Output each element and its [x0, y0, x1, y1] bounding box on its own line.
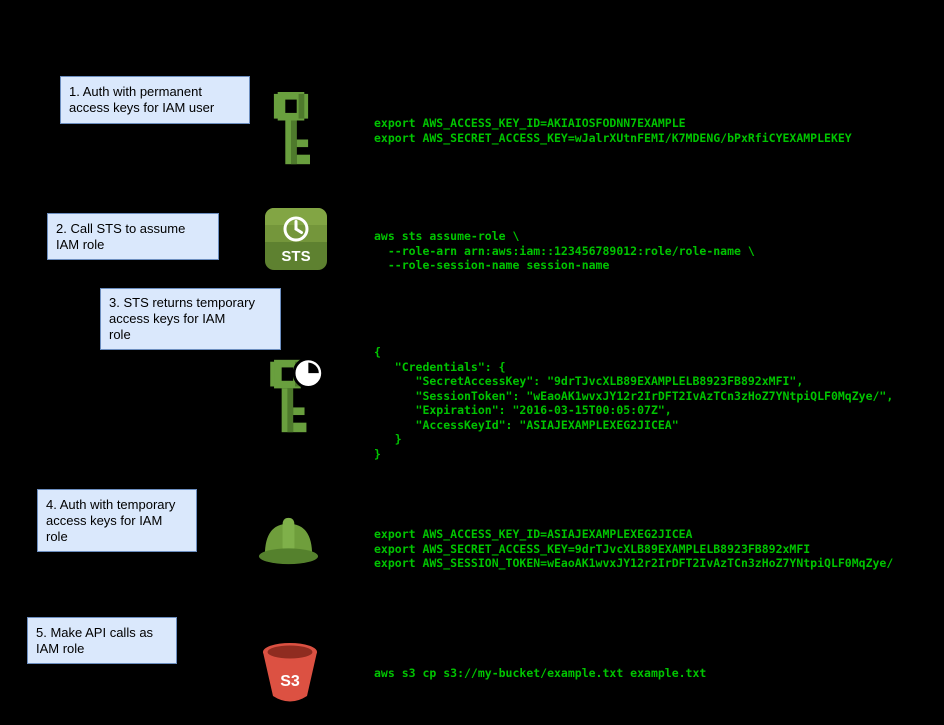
step-2-command: aws sts assume-role \ --role-arn arn:aws…: [374, 229, 755, 272]
sts-icon-label: STS: [281, 248, 310, 265]
step-3-box: 3. STS returns temporary access keys for…: [100, 288, 281, 350]
step-1-command: export AWS_ACCESS_KEY_ID=AKIAIOSFODNN7EX…: [374, 116, 852, 145]
step-3-label: 3. STS returns temporary access keys for…: [109, 295, 255, 342]
step-1-box: 1. Auth with permanent access keys for I…: [60, 76, 250, 124]
step-3-credentials-json: { "Credentials": { "SecretAccessKey": "9…: [374, 345, 894, 461]
access-key-icon: [266, 92, 316, 168]
sts-service-icon: STS: [265, 208, 327, 270]
step-5-box: 5. Make API calls as IAM role: [27, 617, 177, 664]
s3-icon-label: S3: [280, 673, 300, 690]
step-4-box: 4. Auth with temporary access keys for I…: [37, 489, 197, 552]
step-2-box: 2. Call STS to assume IAM role: [47, 213, 219, 260]
temporary-access-key-clock-icon: [266, 356, 324, 436]
step-4-label: 4. Auth with temporary access keys for I…: [46, 496, 176, 544]
s3-bucket-icon: S3: [261, 641, 319, 705]
step-1-label: 1. Auth with permanent access keys for I…: [69, 84, 215, 115]
step-2-label: 2. Call STS to assume IAM role: [56, 220, 186, 252]
step-5-label: 5. Make API calls as IAM role: [36, 624, 154, 656]
step-5-command: aws s3 cp s3://my-bucket/example.txt exa…: [374, 666, 707, 680]
iam-role-hardhat-icon: [257, 511, 320, 568]
step-4-command: export AWS_ACCESS_KEY_ID=ASIAJEXAMPLEXEG…: [374, 527, 894, 570]
